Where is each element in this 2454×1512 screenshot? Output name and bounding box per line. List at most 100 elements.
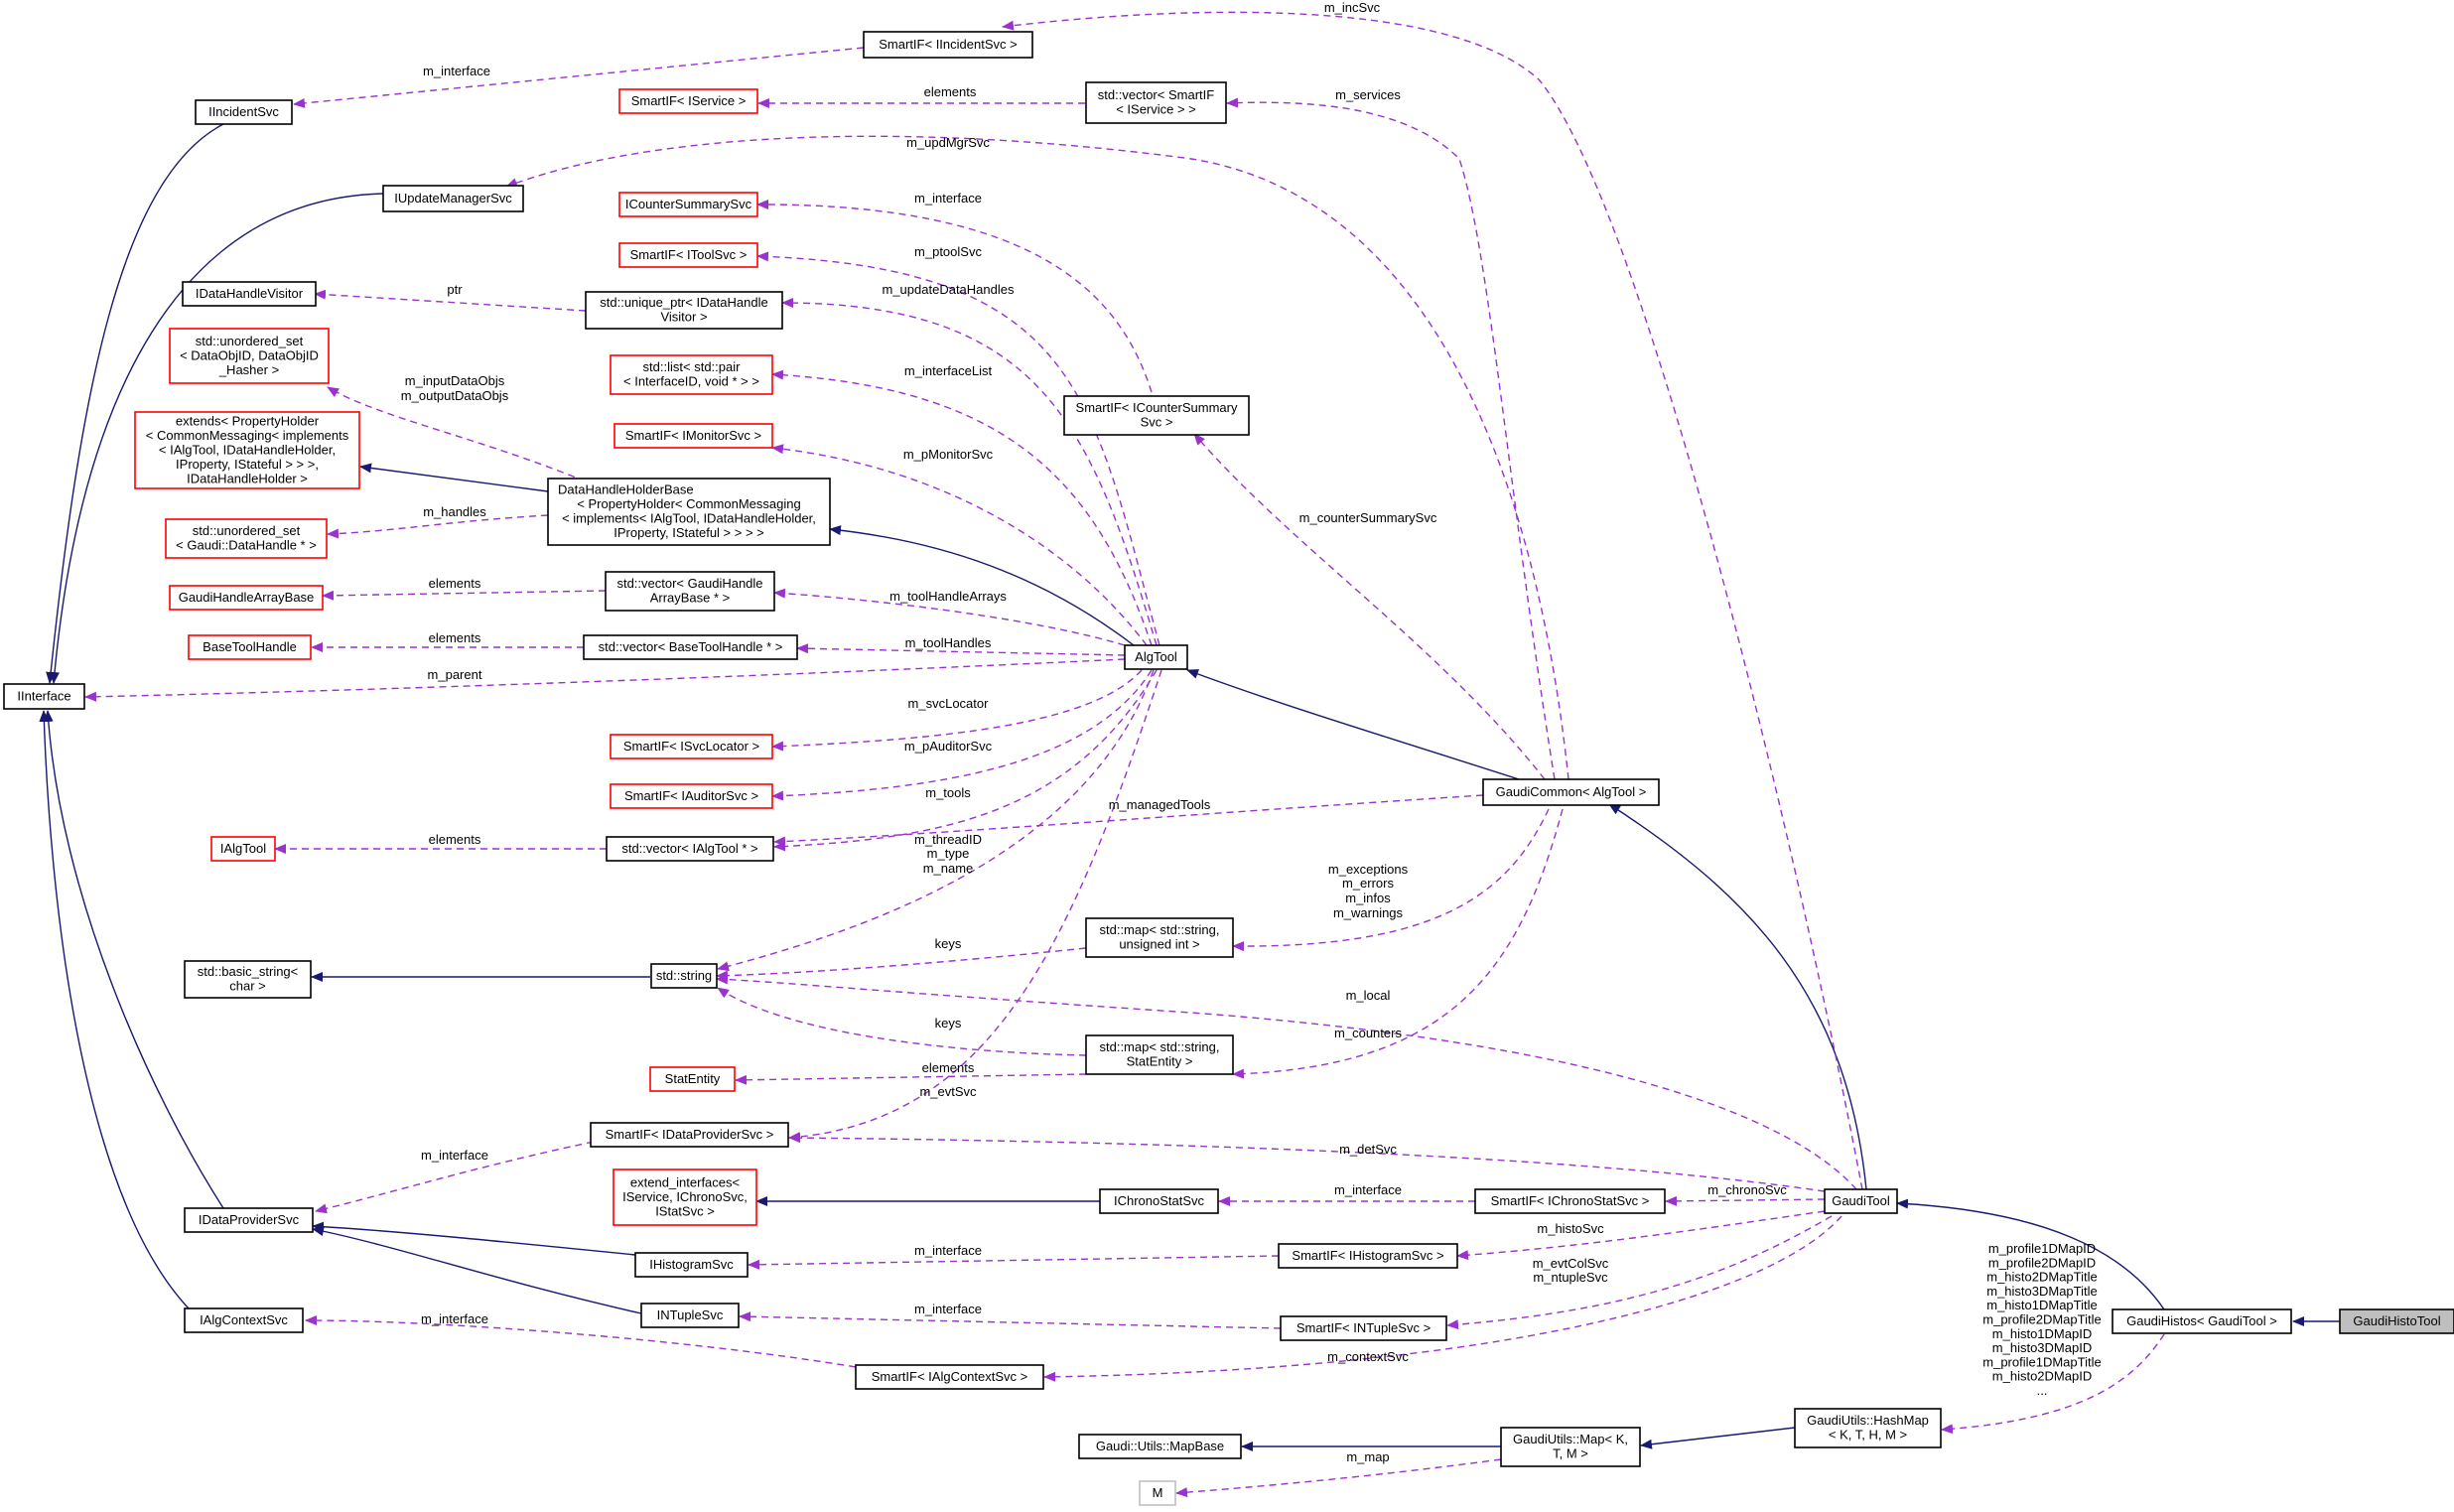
class-node-box — [1280, 1315, 1447, 1341]
class-node-label: std::vector< BaseToolHandle * > — [599, 639, 783, 654]
class-node-vector-basetoolhandle[interactable]: std::vector< BaseToolHandle * > — [583, 634, 798, 660]
class-node-idatahandlevisitor[interactable]: IDataHandleVisitor — [182, 281, 317, 307]
class-node-label: extend_interfaces< — [630, 1174, 740, 1189]
class-node-label: SmartIF< IChronoStatSvc > — [1491, 1193, 1650, 1208]
class-node-basetoolhandle[interactable]: BaseToolHandle — [188, 634, 312, 660]
edge-label-m-detsvc: m_detSvc — [1339, 1142, 1397, 1157]
class-node-box — [585, 291, 783, 330]
class-node-smartif-iauditorsvc[interactable]: SmartIF< IAuditorSvc > — [610, 783, 773, 809]
edge-label-elements-handlearray: elements — [429, 576, 481, 591]
class-node-box — [606, 836, 774, 862]
edge-label-elements-toolhandle: elements — [429, 630, 481, 645]
use-edge-m-interface-incident — [293, 47, 865, 108]
class-node-box — [1482, 778, 1660, 806]
class-node-map-unsigned[interactable]: std::map< std::string,unsigned int > — [1085, 917, 1234, 958]
class-node-vector-gaudihandlearraybase[interactable]: std::vector< GaudiHandleArrayBase * > — [605, 571, 775, 612]
class-node-algtool[interactable]: AlgTool — [1124, 644, 1188, 670]
class-node-iupdatemanagersvc[interactable]: IUpdateManagerSvc — [382, 185, 524, 212]
edge-label-m-incsvc: m_incSvc — [1324, 0, 1381, 15]
edge-label-m-tools: m_tools — [925, 785, 971, 800]
class-node-extends-propertyholder[interactable]: extends< PropertyHolder< CommonMessaging… — [134, 411, 360, 489]
edge-label-m-pmonitorsvc: m_pMonitorSvc — [903, 447, 994, 462]
edge-label-elements-ialgtool: elements — [429, 832, 481, 847]
class-node-extend-interfaces[interactable]: extend_interfaces<IService, IChronoSvc,I… — [613, 1168, 757, 1226]
class-node-hashmap[interactable]: GaudiUtils::HashMap< K, T, H, M > — [1794, 1408, 1942, 1448]
class-node-label: std::basic_string< — [198, 964, 299, 979]
class-node-iinterface[interactable]: IInterface — [3, 683, 85, 710]
class-node-intuplesvc[interactable]: INTupleSvc — [640, 1303, 740, 1328]
edge-label-m-name: m_name — [923, 861, 974, 876]
class-node-ihistogramsvc[interactable]: IHistogramSvc — [634, 1252, 749, 1278]
use-edge-m-interface-histo — [748, 1255, 1280, 1270]
edge-label-m-outputdataobjs: m_outputDataObjs — [401, 388, 509, 403]
class-node-gauditool[interactable]: GaudiTool — [1824, 1188, 1898, 1214]
class-node-unique-ptr-visitor[interactable]: std::unique_ptr< IDataHandleVisitor > — [585, 291, 783, 330]
class-node-label: T, M > — [1553, 1446, 1588, 1461]
class-node-m[interactable]: M — [1139, 1480, 1176, 1506]
edge-layer — [39, 11, 2340, 1498]
class-node-vector-smartif-iservice[interactable]: std::vector< SmartIF< IService > > — [1085, 81, 1227, 124]
class-node-std-string[interactable]: std::string — [650, 963, 718, 989]
class-node-smartif-iincidentsvc[interactable]: SmartIF< IIncidentSvc > — [863, 31, 1033, 59]
class-node-box — [610, 734, 773, 759]
class-node-map-ktm[interactable]: GaudiUtils::Map< K,T, M > — [1500, 1427, 1641, 1467]
edge-label-hashmap-member: m_profile2DMapTitle — [1982, 1312, 2101, 1327]
class-node-mapbase[interactable]: Gaudi::Utils::MapBase — [1078, 1434, 1242, 1459]
class-node-basic-string[interactable]: std::basic_string<char > — [184, 960, 312, 999]
use-edge-m-interface-counter — [756, 199, 1153, 393]
class-node-box — [169, 328, 330, 384]
class-node-smartif-ihistogramsvc[interactable]: SmartIF< IHistogramSvc > — [1278, 1243, 1458, 1269]
class-node-idataprovidersvc[interactable]: IDataProviderSvc — [184, 1207, 314, 1233]
class-node-box — [1474, 1188, 1666, 1214]
class-node-box — [618, 242, 758, 268]
class-node-box — [210, 836, 276, 862]
class-node-smartif-imonitorsvc[interactable]: SmartIF< IMonitorSvc > — [614, 423, 773, 449]
edge-label-m-toolhandlearrays: m_toolHandleArrays — [889, 589, 1007, 604]
class-node-label: GaudiTool — [1832, 1193, 1890, 1208]
inherit-edge-algtool-datahandleholder — [829, 525, 1135, 646]
class-node-box — [618, 88, 758, 114]
class-node-smartif-iservice[interactable]: SmartIF< IService > — [618, 88, 758, 114]
class-node-ialgtool[interactable]: IAlgTool — [210, 836, 276, 862]
class-node-box — [1078, 1434, 1242, 1459]
class-node-smartif-icountersummarysvc[interactable]: SmartIF< ICounterSummarySvc > — [1063, 395, 1250, 436]
edge-label-m-errors: m_errors — [1342, 876, 1395, 891]
class-node-gaudihistotool[interactable]: GaudiHistoTool — [2339, 1308, 2454, 1334]
class-node-list-pair[interactable]: std::list< std::pair< InterfaceID, void … — [610, 354, 773, 395]
class-node-datahandleholderbase[interactable]: DataHandleHolderBase< PropertyHolder< Co… — [547, 478, 831, 546]
edge-label-m-chronosvc: m_chronoSvc — [1707, 1182, 1787, 1197]
class-node-smartif-intuplesvc[interactable]: SmartIF< INTupleSvc > — [1280, 1315, 1447, 1341]
class-node-icountersummarysvc[interactable]: ICounterSummarySvc — [618, 192, 758, 217]
class-node-smartif-idataprovidersvc[interactable]: SmartIF< IDataProviderSvc > — [590, 1122, 789, 1148]
edge-label-hashmap-member: m_histo1DMapTitle — [1986, 1298, 2098, 1312]
class-node-ichronostatsvc[interactable]: IChronoStatSvc — [1099, 1188, 1219, 1214]
class-node-box — [1139, 1480, 1176, 1506]
edge-label-hashmap-member: m_histo3DMapID — [1992, 1340, 2092, 1355]
class-node-map-statentity[interactable]: std::map< std::string,StatEntity > — [1085, 1034, 1234, 1075]
class-node-label: < PropertyHolder< CommonMessaging — [577, 496, 800, 511]
class-node-unordered-dataobjid[interactable]: std::unordered_set< DataObjID, DataObjID… — [169, 328, 330, 384]
class-node-ialgcontextsvc[interactable]: IAlgContextSvc — [184, 1307, 304, 1333]
class-node-box — [195, 99, 293, 125]
use-edge-m-interfacelist — [771, 369, 1153, 646]
class-node-smartif-isvclocator[interactable]: SmartIF< ISvcLocator > — [610, 734, 773, 759]
class-node-gaudihandlearraybase[interactable]: GaudiHandleArrayBase — [169, 585, 324, 611]
use-edge-ptr — [314, 289, 587, 312]
class-node-iincidentsvc[interactable]: IIncidentSvc — [195, 99, 293, 125]
edge-label-keys-stat: keys — [935, 1016, 962, 1031]
class-node-label: SmartIF< IHistogramSvc > — [1292, 1248, 1443, 1263]
edge-label-m-warnings: m_warnings — [1333, 905, 1404, 920]
class-node-box — [547, 478, 831, 546]
inherit-edge-iincident-iinterface — [46, 123, 224, 684]
class-node-gaudihistos[interactable]: GaudiHistos< GaudiTool > — [2112, 1308, 2292, 1334]
class-node-unordered-datahandle[interactable]: std::unordered_set< Gaudi::DataHandle * … — [165, 518, 328, 559]
class-node-statentity[interactable]: StatEntity — [649, 1066, 736, 1092]
class-node-label: unsigned int > — [1119, 937, 1199, 952]
class-node-smartif-ialgcontextsvc[interactable]: SmartIF< IAlgContextSvc > — [855, 1364, 1044, 1390]
class-node-gaudicommon[interactable]: GaudiCommon< AlgTool > — [1482, 778, 1660, 806]
class-node-vector-ialgtool[interactable]: std::vector< IAlgTool * > — [606, 836, 774, 862]
class-node-smartif-itoolsvc[interactable]: SmartIF< IToolSvc > — [618, 242, 758, 268]
class-node-label: < IAlgTool, IDataHandleHolder, — [159, 442, 336, 457]
class-node-smartif-ichronostatsvc[interactable]: SmartIF< IChronoStatSvc > — [1474, 1188, 1666, 1214]
class-node-box — [188, 634, 312, 660]
